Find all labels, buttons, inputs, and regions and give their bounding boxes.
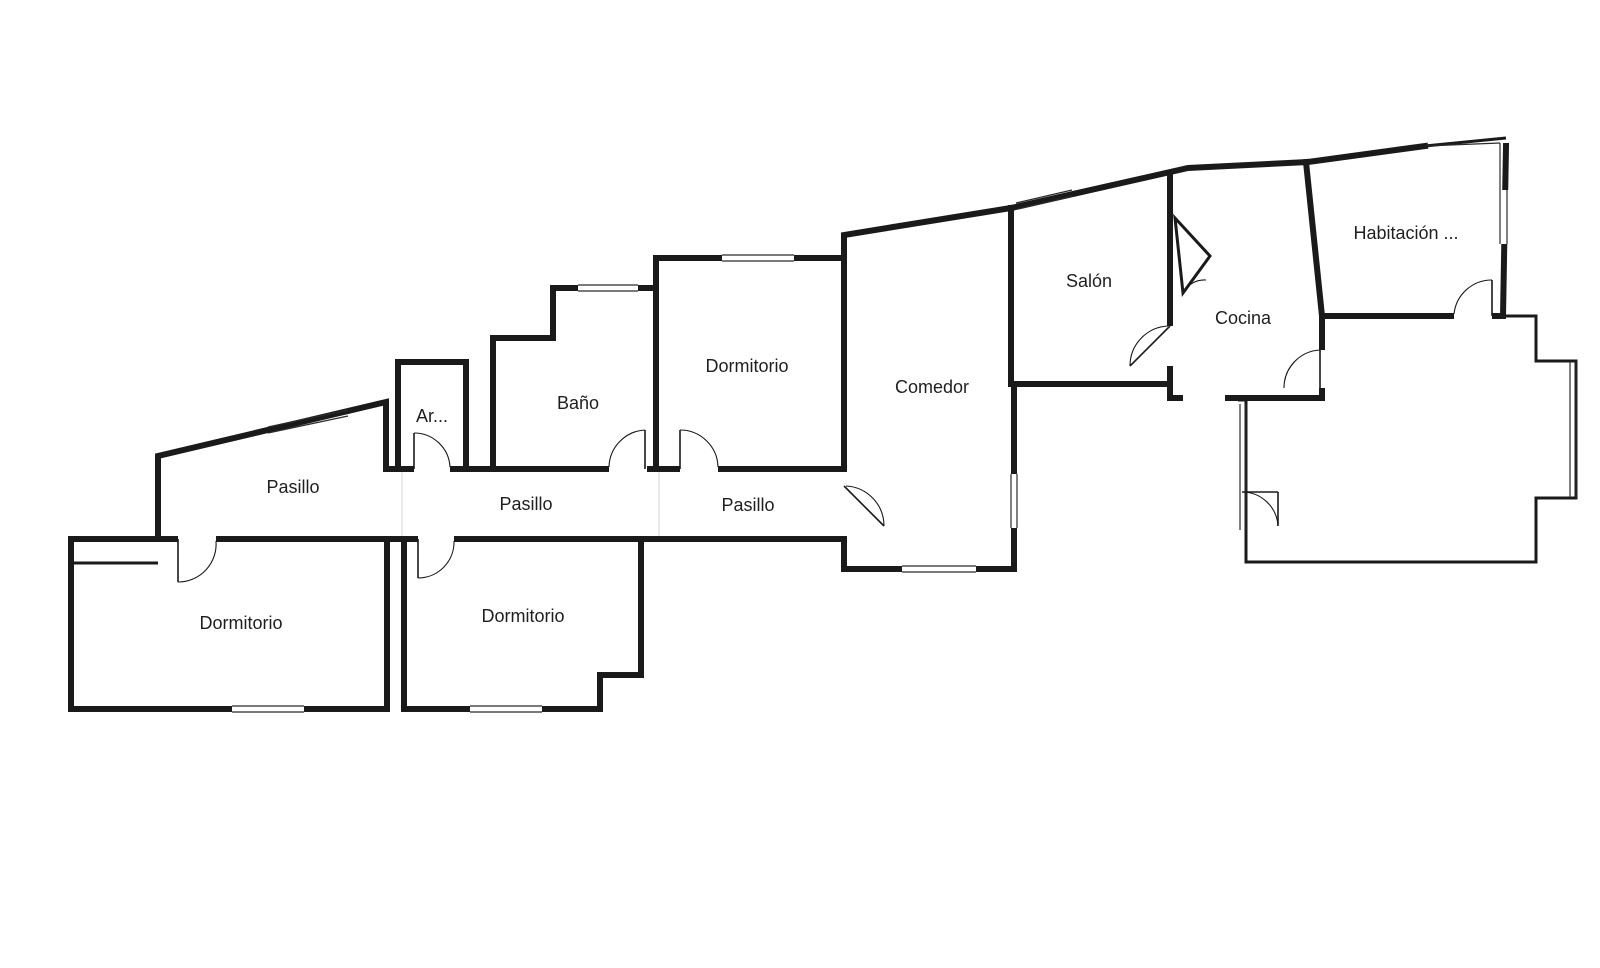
wall-top-main [1007, 142, 1429, 212]
room-label-salon: Salón [1066, 271, 1112, 291]
wall-bano [490, 285, 659, 472]
wall-armario [395, 359, 469, 472]
wall-cocina-bottom [1225, 313, 1325, 401]
room-label-cocina: Cocina [1215, 308, 1272, 328]
window-pasillo-left [267, 409, 349, 434]
room-label-dormitorio-top: Dormitorio [705, 356, 788, 376]
door-comedor [840, 485, 885, 527]
wall-pasillo-left [155, 398, 401, 542]
room-label-dormitorio-left: Dormitorio [199, 613, 282, 633]
door-salon [1129, 325, 1174, 367]
room-label-pasillo-right: Pasillo [721, 495, 774, 515]
door-bano [608, 429, 647, 473]
window-dormitorio-top [722, 254, 794, 262]
door-cocina-closet [1182, 279, 1207, 294]
wall-comedor [841, 204, 1015, 472]
window-dormitorio-left [232, 705, 304, 713]
room-label-pasillo-center: Pasillo [499, 494, 552, 514]
room-label-bano: Baño [557, 393, 599, 413]
door-armario [413, 432, 451, 473]
window-terrace-right [1569, 361, 1577, 498]
door-cocina-right [1283, 349, 1326, 389]
door-dormitorio-top [679, 429, 719, 473]
door-terrace [1241, 491, 1279, 527]
door-dormitorio-left [177, 535, 217, 583]
door-dormitorio-bottom [417, 535, 455, 579]
wall-salon [1008, 205, 1173, 387]
wall-cocina-left [1167, 172, 1183, 401]
wall-comedor-lower [841, 381, 1017, 572]
window-bano [578, 284, 638, 292]
room-label-habitacion: Habitación ... [1353, 223, 1458, 243]
wall-terrace [1238, 314, 1578, 564]
window-terrace-left [1239, 404, 1247, 530]
window-habitacion [1499, 190, 1509, 244]
window-habitacion-corner [1424, 142, 1501, 190]
window-comedor [902, 565, 976, 573]
habitacion-top-thin [1424, 136, 1507, 148]
room-label-pasillo-left: Pasillo [266, 477, 319, 497]
wall-cocina-right [1302, 158, 1326, 320]
window-dormitorio-bottom [470, 705, 542, 713]
cocina-corner-closet [1173, 213, 1212, 298]
door-habitacion [1453, 279, 1493, 320]
room-label-comedor: Comedor [895, 377, 969, 397]
room-label-dormitorio-bottom: Dormitorio [481, 606, 564, 626]
room-label-armario: Ar... [416, 406, 448, 426]
window-salon [1015, 189, 1075, 210]
window-comedor-side [1010, 474, 1018, 528]
